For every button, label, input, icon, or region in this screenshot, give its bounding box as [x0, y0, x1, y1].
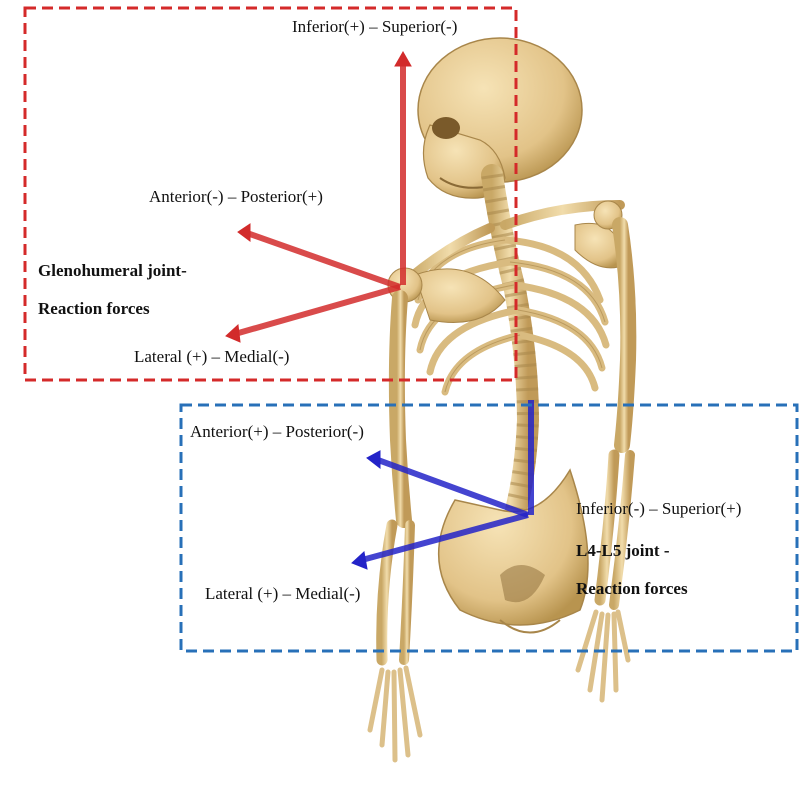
l4l5-axis-lm-label: Lateral (+) – Medial(-): [205, 585, 360, 602]
gh-axis-lm-label: Lateral (+) – Medial(-): [134, 348, 289, 365]
l4l5-axis-ap-head: [367, 451, 380, 468]
gh-axis-vertical-label: Inferior(+) – Superior(-): [292, 18, 457, 35]
gh-title-line2: Reaction forces: [38, 300, 150, 317]
l4l5-axis-ap-label: Anterior(+) – Posterior(-): [190, 423, 364, 440]
l4l5-title-line1: L4-L5 joint -: [576, 542, 670, 559]
gh-axis-vertical-head: [395, 52, 411, 66]
right-arm: [578, 225, 630, 700]
l4l5-axis-vertical-label: Inferior(-) – Superior(+): [576, 500, 741, 517]
gh-axis-ap-label: Anterior(-) – Posterior(+): [149, 188, 323, 205]
gh-axis-ap: [247, 233, 400, 287]
gh-axis-lm: [235, 287, 400, 334]
gh-axis-lm-head: [226, 325, 240, 342]
l4l5-title-line2: Reaction forces: [576, 580, 688, 597]
gh-axis-ap-head: [238, 224, 250, 241]
gh-title-line1: Glenohumeral joint-: [38, 262, 187, 279]
left-arm: [370, 298, 420, 760]
l4l5-axis-lm-head: [352, 552, 367, 569]
